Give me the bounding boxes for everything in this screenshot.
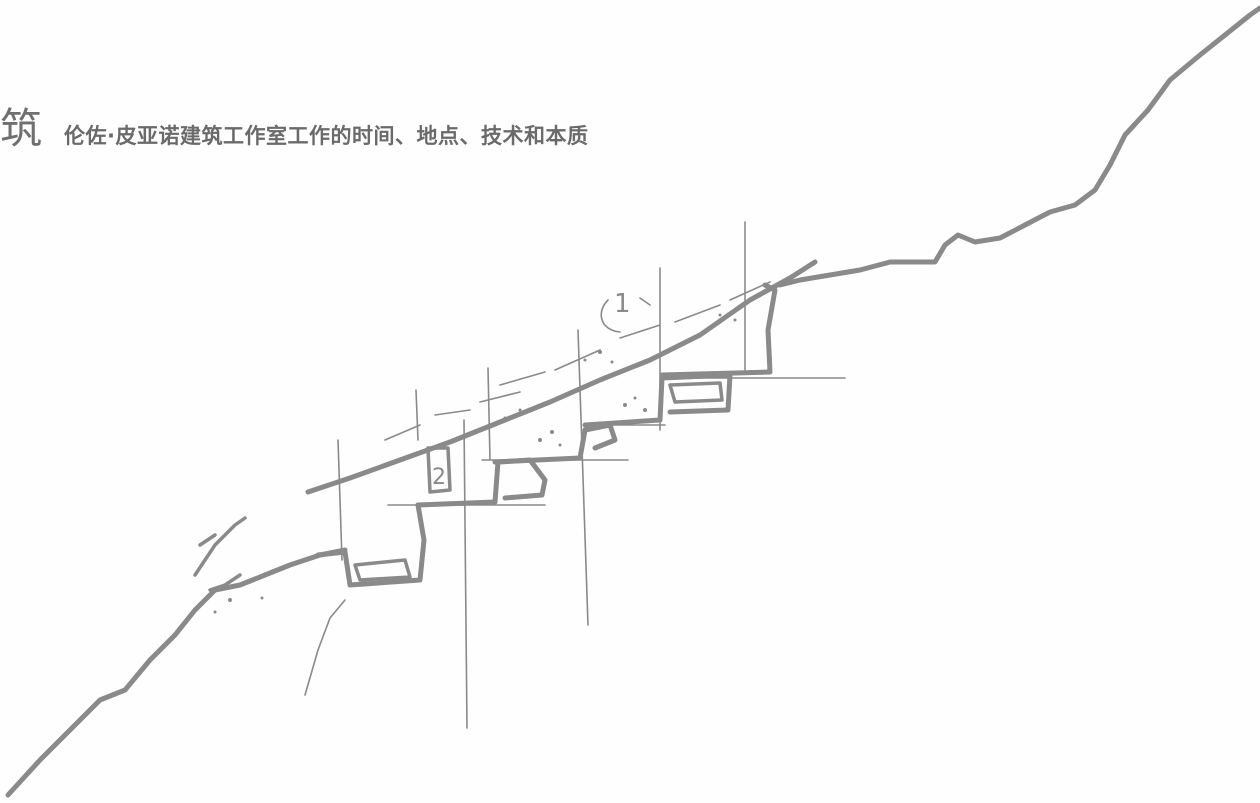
header-character: 筑 bbox=[0, 104, 43, 153]
roof-line bbox=[305, 259, 818, 495]
upper-roof-strokes bbox=[384, 281, 771, 441]
vegetation-dots bbox=[213, 313, 737, 614]
terrain-line bbox=[5, 5, 1260, 798]
terrace-sections bbox=[315, 282, 778, 588]
pointer-line bbox=[304, 599, 346, 696]
label-1: 1 bbox=[614, 289, 631, 319]
header-subtitle: 伦佐·皮亚诺建筑工作室工作的时间、地点、技术和本质 bbox=[64, 124, 589, 148]
page-header: 筑 伦佐·皮亚诺建筑工作室工作的时间、地点、技术和本质 bbox=[0, 104, 589, 154]
label-2: 2 bbox=[432, 465, 446, 490]
label-1-loop bbox=[600, 297, 651, 333]
label-2-box bbox=[426, 446, 452, 494]
left-stair-strokes bbox=[193, 516, 247, 592]
